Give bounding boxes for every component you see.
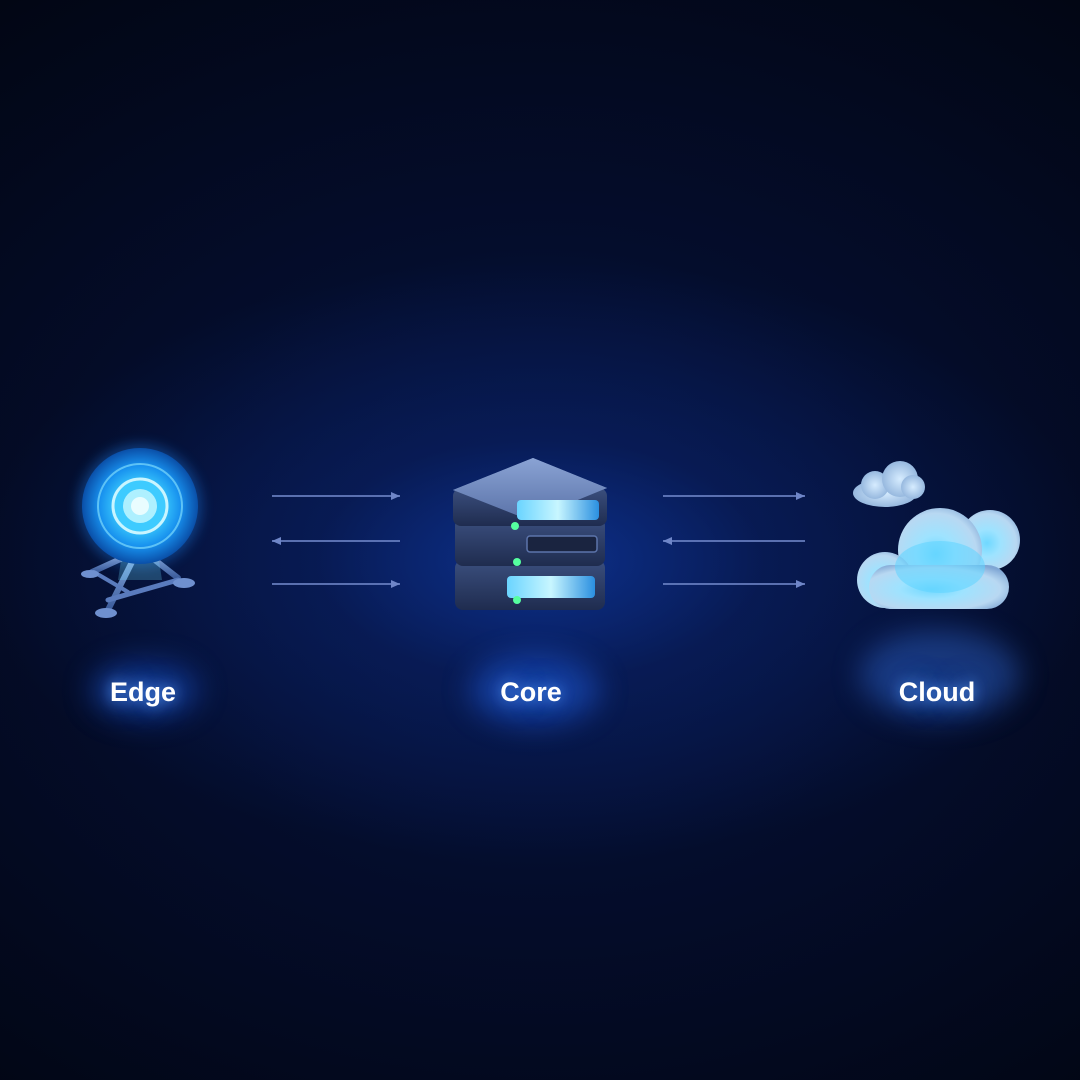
cloud-label: Cloud [877, 672, 997, 712]
arrow-head-icon [663, 537, 672, 545]
core-label: Core [471, 672, 591, 712]
arrow-head-icon [796, 492, 805, 500]
edge-label: Edge [83, 672, 203, 712]
arrow-head-icon [796, 580, 805, 588]
arrow-head-icon [391, 492, 400, 500]
arrow-head-icon [391, 580, 400, 588]
arrow-head-icon [272, 537, 281, 545]
